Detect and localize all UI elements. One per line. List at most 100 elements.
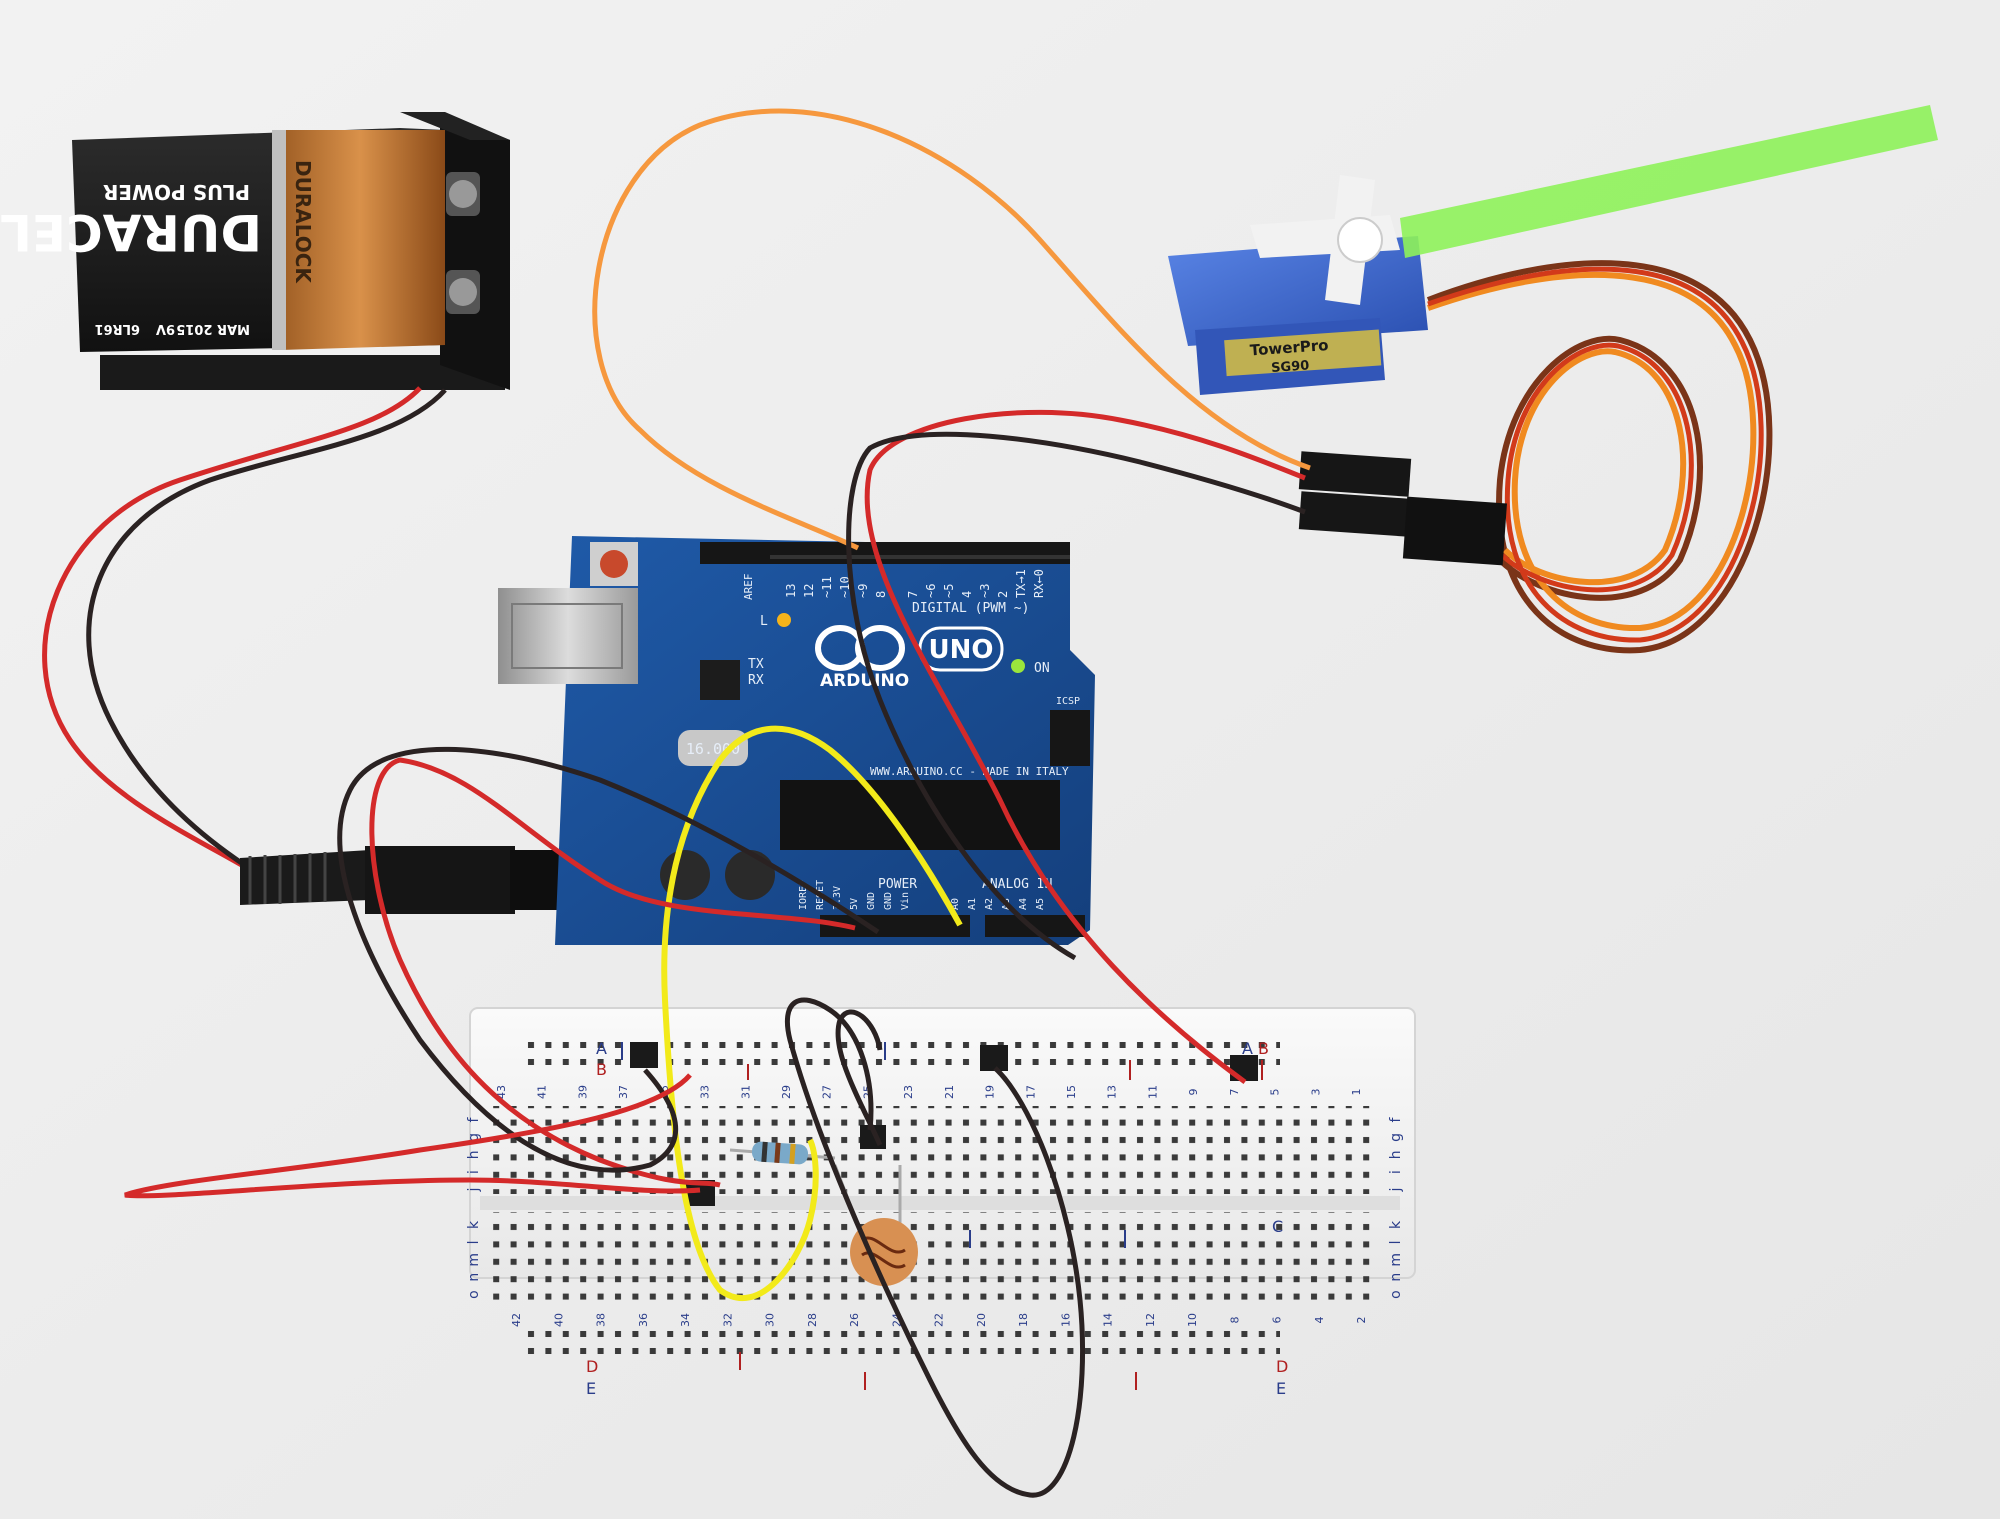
- breadboard-right-letters-item: m: [1388, 1253, 1404, 1267]
- svg-text:GND: GND: [883, 892, 894, 910]
- breadboard-left-letters-item: l: [466, 1240, 482, 1244]
- svg-text:~11: ~11: [820, 576, 834, 598]
- arduino-board: 16.000 ARDUINO UNO DIGITAL (PWM ~) ON L …: [498, 536, 1095, 945]
- servo-motor: TowerPro SG90: [1168, 175, 1428, 395]
- svg-text:3.3V: 3.3V: [832, 886, 843, 910]
- svg-text:4: 4: [960, 591, 974, 598]
- breadboard-bottom-numbers-item: 8: [1228, 1317, 1241, 1324]
- rail-label-b-left: B: [596, 1060, 607, 1079]
- icsp-label: ICSP: [1056, 696, 1080, 707]
- breadboard-top-numbers-item: 27: [821, 1085, 834, 1099]
- breadboard-bottom-numbers-item: 16: [1059, 1313, 1072, 1327]
- svg-text:IOREF: IOREF: [798, 880, 809, 910]
- jumper-header-2: [980, 1045, 1008, 1071]
- orange-signal-wire: [592, 108, 1311, 551]
- made-in-label: WWW.ARDUINO.CC - MADE IN ITALY: [870, 765, 1069, 778]
- breadboard-bottom-numbers-item: 30: [764, 1313, 777, 1327]
- svg-text:A2: A2: [984, 898, 995, 910]
- svg-text:~9: ~9: [856, 584, 870, 598]
- digital-pin-labels: 13 12 ~11 ~10 ~9 8 7 ~6 ~5 4 ~3 2 TX→1 R…: [784, 569, 1046, 598]
- svg-text:12: 12: [802, 584, 816, 598]
- breadboard-left-letters-item: i: [466, 1170, 482, 1174]
- breadboard-bottom-numbers-item: 34: [679, 1313, 692, 1327]
- breadboard-bottom-numbers-item: 36: [637, 1313, 650, 1327]
- svg-text:~3: ~3: [978, 584, 992, 598]
- usb-chip: [700, 660, 740, 700]
- green-straw: [1400, 105, 1938, 258]
- servo-red-power-wire: [864, 409, 1306, 1085]
- black-short-wire: [835, 1009, 883, 1147]
- breadboard-bottom-numbers-item: 12: [1144, 1313, 1157, 1327]
- rx-label: RX: [748, 673, 764, 688]
- svg-text:2: 2: [996, 591, 1010, 598]
- battery-red-wire: [42, 386, 422, 873]
- breadboard-bottom-numbers-item: 6: [1271, 1317, 1284, 1324]
- svg-text:A0: A0: [950, 898, 961, 910]
- atmega-chip: [780, 780, 1060, 850]
- servo-horn: [1250, 175, 1400, 305]
- rail-label-a-left: A: [596, 1039, 607, 1058]
- breadboard-top-numbers-item: 17: [1024, 1085, 1037, 1099]
- tx-label: TX: [748, 657, 764, 672]
- breadboard-left-letters-item: h: [466, 1150, 482, 1159]
- breadboard-right-letters-item: o: [1388, 1290, 1404, 1299]
- breadboard-bottom-numbers-item: 18: [1017, 1313, 1030, 1327]
- battery-black-wire: [86, 388, 447, 878]
- servo-orange-wire: [1427, 271, 1757, 632]
- breadboard-bottom-numbers-item: 10: [1186, 1313, 1199, 1327]
- rail-label-c: C: [1272, 1217, 1283, 1236]
- servo-red-wire: [1427, 266, 1764, 643]
- rail-label-a-right: A: [1242, 1039, 1253, 1058]
- bottom-power-rail: [520, 1322, 1280, 1356]
- battery-expiry: MAR 2015: [176, 321, 250, 336]
- breadboard-right-letters-item: n: [1388, 1273, 1404, 1282]
- breadboard-top-numbers-item: 5: [1269, 1089, 1282, 1096]
- breadboard-top-numbers-item: 15: [1065, 1085, 1078, 1099]
- svg-text:GND: GND: [866, 892, 877, 910]
- breadboard-top-numbers-item: 39: [576, 1085, 589, 1099]
- svg-text:5V: 5V: [849, 898, 860, 910]
- svg-text:~6: ~6: [924, 584, 938, 598]
- breadboard-left-letters-item: o: [466, 1290, 482, 1299]
- breadboard-right-letters-item: h: [1388, 1150, 1404, 1159]
- svg-text:Vin: Vin: [900, 892, 911, 910]
- resistor: [729, 1141, 836, 1165]
- breadboard-top-numbers-item: 1: [1350, 1089, 1363, 1096]
- breadboard-top-numbers-item: 9: [1187, 1089, 1200, 1096]
- breadboard-left-letters-item: n: [466, 1273, 482, 1282]
- terminal-strip-top: [492, 1106, 1372, 1194]
- jumper-header-1: [630, 1042, 658, 1068]
- battery-tech: DURALOCK: [291, 160, 315, 284]
- red-rail-wire: [124, 1073, 701, 1199]
- l-label: L: [760, 614, 768, 629]
- breadboard-bottom-numbers-item: 28: [806, 1313, 819, 1327]
- svg-text:A1: A1: [967, 898, 978, 910]
- breadboard-bottom-numbers-item: 32: [721, 1313, 734, 1327]
- battery-type: 9V: [156, 321, 175, 336]
- breadboard-top-numbers-item: 13: [1106, 1085, 1119, 1099]
- breadboard-bottom-numbers-item: 20: [975, 1313, 988, 1327]
- breadboard-top-numbers-item: 3: [1309, 1089, 1322, 1096]
- terminal-strip-bottom: [492, 1212, 1372, 1300]
- red-5v-wire: [369, 757, 856, 1188]
- digital-header: [700, 542, 1070, 564]
- rail-label-e-right: E: [1276, 1379, 1286, 1398]
- battery-9v: DURACELL PLUS POWER DURALOCK MAR 2015 9V…: [0, 128, 480, 352]
- breadboard-bottom-numbers-item: 38: [595, 1313, 608, 1327]
- breadboard-top-numbers-item: 41: [536, 1085, 549, 1099]
- servo-label: TowerPro: [1249, 336, 1329, 359]
- led-on: [1011, 659, 1025, 673]
- svg-text:TX→1: TX→1: [1014, 569, 1028, 598]
- battery-line: PLUS POWER: [103, 180, 250, 204]
- breadboard-top-numbers-item: 19: [984, 1085, 997, 1099]
- breadboard-top-numbers-item: 23: [902, 1085, 915, 1099]
- breadboard-left-letters-item: f: [466, 1116, 482, 1122]
- breadboard-bottom-numbers-item: 42: [510, 1313, 523, 1327]
- breadboard-top-numbers-item: 7: [1228, 1089, 1241, 1096]
- breadboard-left-letters-item: j: [466, 1188, 482, 1193]
- battery-brand: DURACELL: [0, 203, 262, 261]
